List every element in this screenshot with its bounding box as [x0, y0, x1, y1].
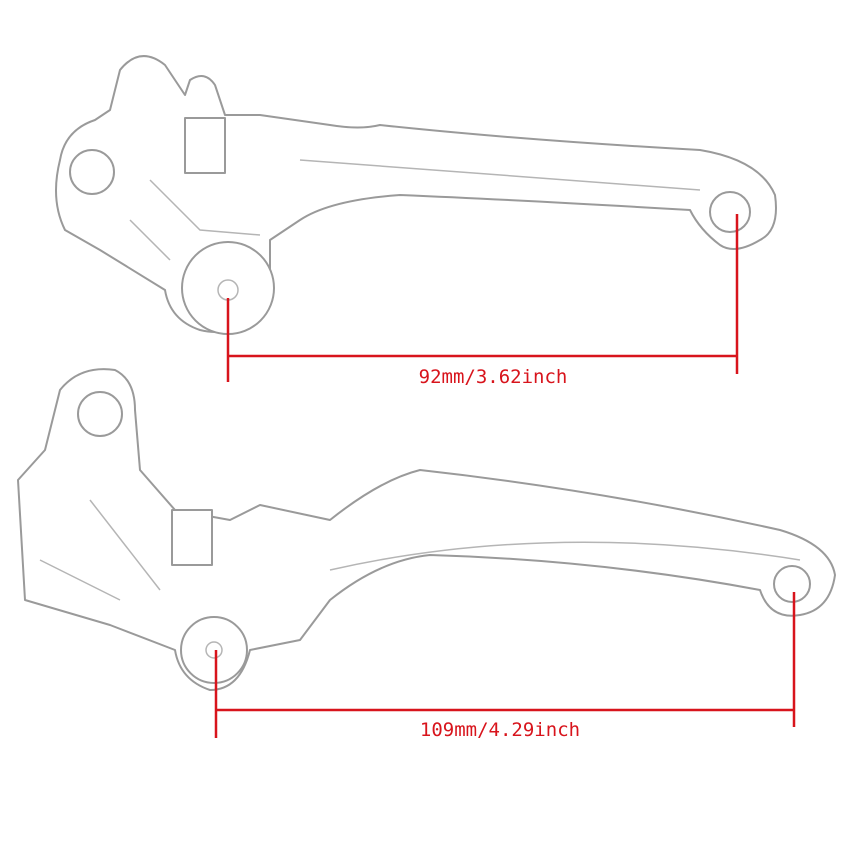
- short-lever-drawing: [55, 55, 777, 335]
- adjuster-block-bottom: [171, 509, 213, 566]
- adjuster-block-top: [184, 117, 226, 174]
- pivot-hex-icon: [205, 641, 223, 659]
- long-lever-dimension-label: 109mm/4.29inch: [419, 719, 581, 741]
- pivot-bolt-bottom: [180, 616, 248, 684]
- end-hole-top: [709, 191, 751, 233]
- end-hole-bottom: [773, 565, 811, 603]
- mount-hole-bottom: [77, 391, 123, 437]
- mount-hole-top: [69, 149, 115, 195]
- dimension-long: [214, 592, 796, 738]
- dimension-short: [226, 214, 739, 382]
- long-lever-drawing: [17, 368, 836, 691]
- short-lever-dimension-label: 92mm/3.62inch: [418, 366, 568, 388]
